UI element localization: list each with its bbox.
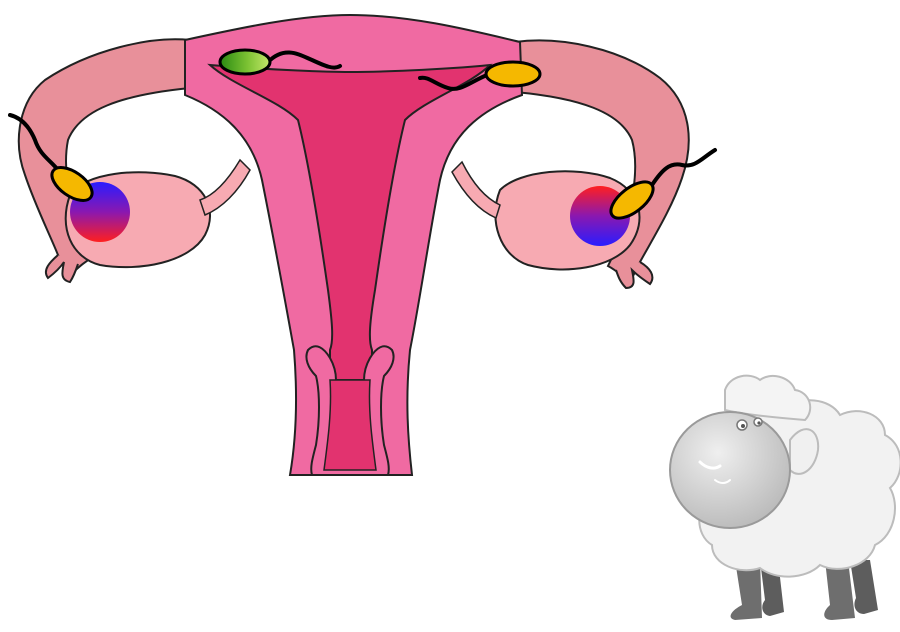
left-ovarian-ligament — [200, 160, 250, 215]
sheep-icon — [670, 376, 900, 620]
right-ovarian-ligament — [452, 162, 500, 218]
cervical-canal — [324, 380, 376, 470]
uterus-illustration — [19, 15, 689, 475]
